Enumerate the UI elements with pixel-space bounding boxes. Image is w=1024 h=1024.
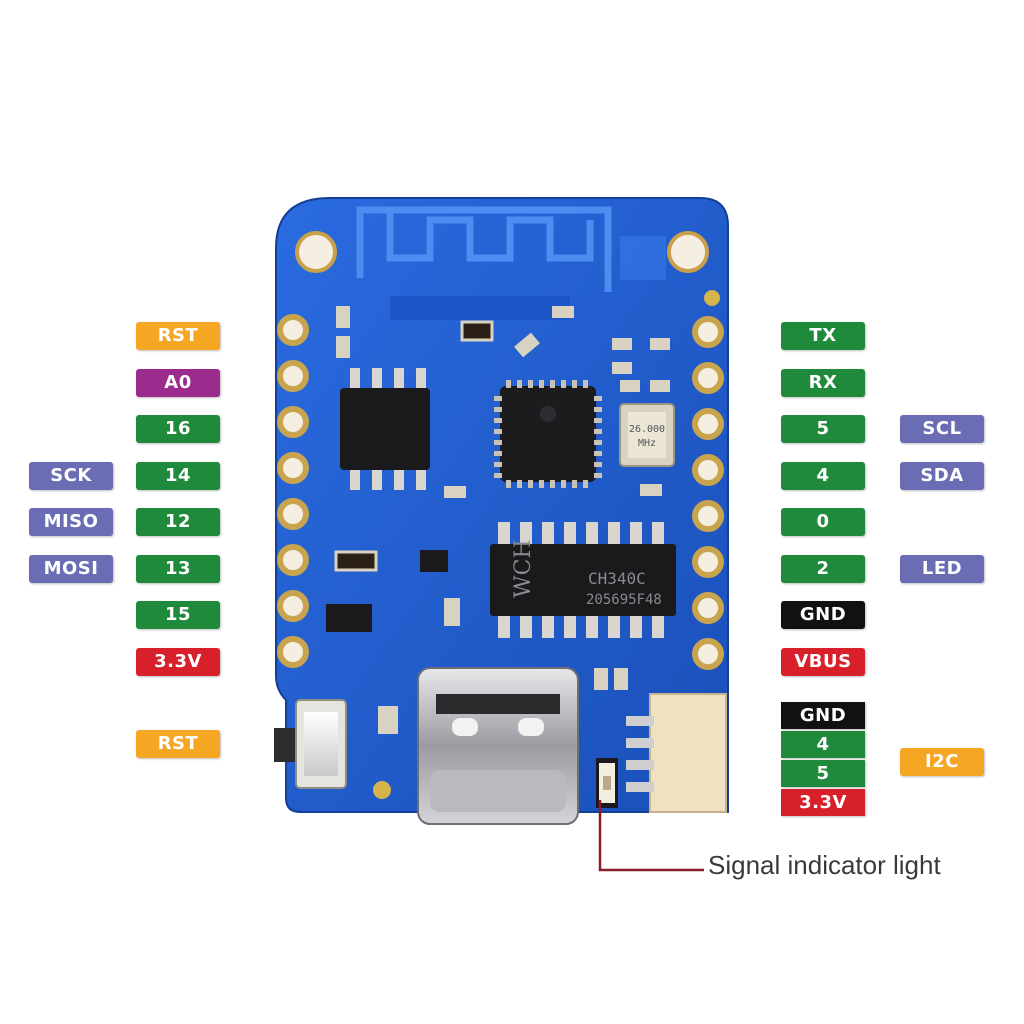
crystal: 26.000 MHz — [619, 403, 675, 467]
i2c-label: I2C — [900, 748, 984, 776]
left-pin-label: 13 — [136, 554, 220, 583]
header-pad — [692, 454, 724, 486]
left-pin-label: RST — [136, 322, 220, 350]
antenna-trace — [356, 206, 612, 292]
header-pad — [692, 638, 724, 670]
header-pad — [277, 544, 309, 576]
header-pad — [692, 500, 724, 532]
uart-chip-brand: WCH — [511, 539, 536, 598]
right-alt-label: SDA — [900, 461, 984, 490]
right-alt-label: SCL — [900, 415, 984, 443]
header-pad — [277, 406, 309, 438]
left-alt-label: MOSI — [29, 554, 113, 583]
i2c-pin-label: GND — [781, 702, 865, 729]
header-pad — [692, 592, 724, 624]
right-pin-label: 2 — [781, 554, 865, 583]
left-header — [277, 314, 309, 668]
callout-line — [598, 800, 704, 872]
pcb-body — [275, 197, 729, 813]
i2c-pin-label: 4 — [781, 731, 865, 758]
right-pin-label: 5 — [781, 415, 865, 443]
left-pin-label: A0 — [136, 368, 220, 397]
signal-led — [596, 758, 618, 808]
crystal-unit: MHz — [638, 438, 656, 449]
i2c-pin-label: 3.3V — [781, 789, 865, 816]
i2c-pin-label: 5 — [781, 760, 865, 787]
right-pin-label: RX — [781, 368, 865, 397]
uart-chip-code: 205695F48 — [586, 592, 662, 608]
right-pin-label: 0 — [781, 508, 865, 536]
reset-button-label: RST — [136, 730, 220, 758]
crystal-frequency: 26.000 — [629, 424, 665, 435]
esp8266-chip — [494, 380, 602, 488]
header-pad — [692, 408, 724, 440]
header-pad — [277, 452, 309, 484]
smd-components — [326, 290, 720, 799]
usb-c-port — [417, 667, 579, 825]
header-pad — [277, 498, 309, 530]
header-pad — [692, 316, 724, 348]
right-header — [692, 316, 724, 670]
left-alt-label: MISO — [29, 508, 113, 536]
mounting-hole — [295, 231, 337, 273]
header-pad — [692, 546, 724, 578]
header-pad — [277, 590, 309, 622]
left-alt-label: SCK — [29, 461, 113, 490]
flash-chip — [340, 368, 430, 490]
header-pad — [692, 362, 724, 394]
header-pad — [277, 314, 309, 346]
header-pad — [277, 636, 309, 668]
via-field — [390, 296, 570, 320]
left-pin-label: 12 — [136, 508, 220, 536]
header-pad — [277, 360, 309, 392]
left-pin-label: 14 — [136, 461, 220, 490]
i2c-connector — [626, 693, 727, 813]
signal-indicator-caption: Signal indicator light — [708, 850, 941, 880]
mounting-hole — [667, 231, 709, 273]
right-pin-label: TX — [781, 322, 865, 350]
right-pin-label: VBUS — [781, 647, 865, 676]
left-pin-label: 3.3V — [136, 647, 220, 676]
right-pin-label: GND — [781, 601, 865, 629]
right-alt-label: LED — [900, 554, 984, 583]
usb-uart-chip: WCH CH340C 205695F48 — [490, 522, 676, 638]
right-pin-label: 4 — [781, 461, 865, 490]
uart-chip-name: CH340C — [588, 569, 646, 588]
reset-button[interactable] — [274, 699, 347, 789]
left-pin-label: 16 — [136, 415, 220, 443]
left-pin-label: 15 — [136, 601, 220, 629]
